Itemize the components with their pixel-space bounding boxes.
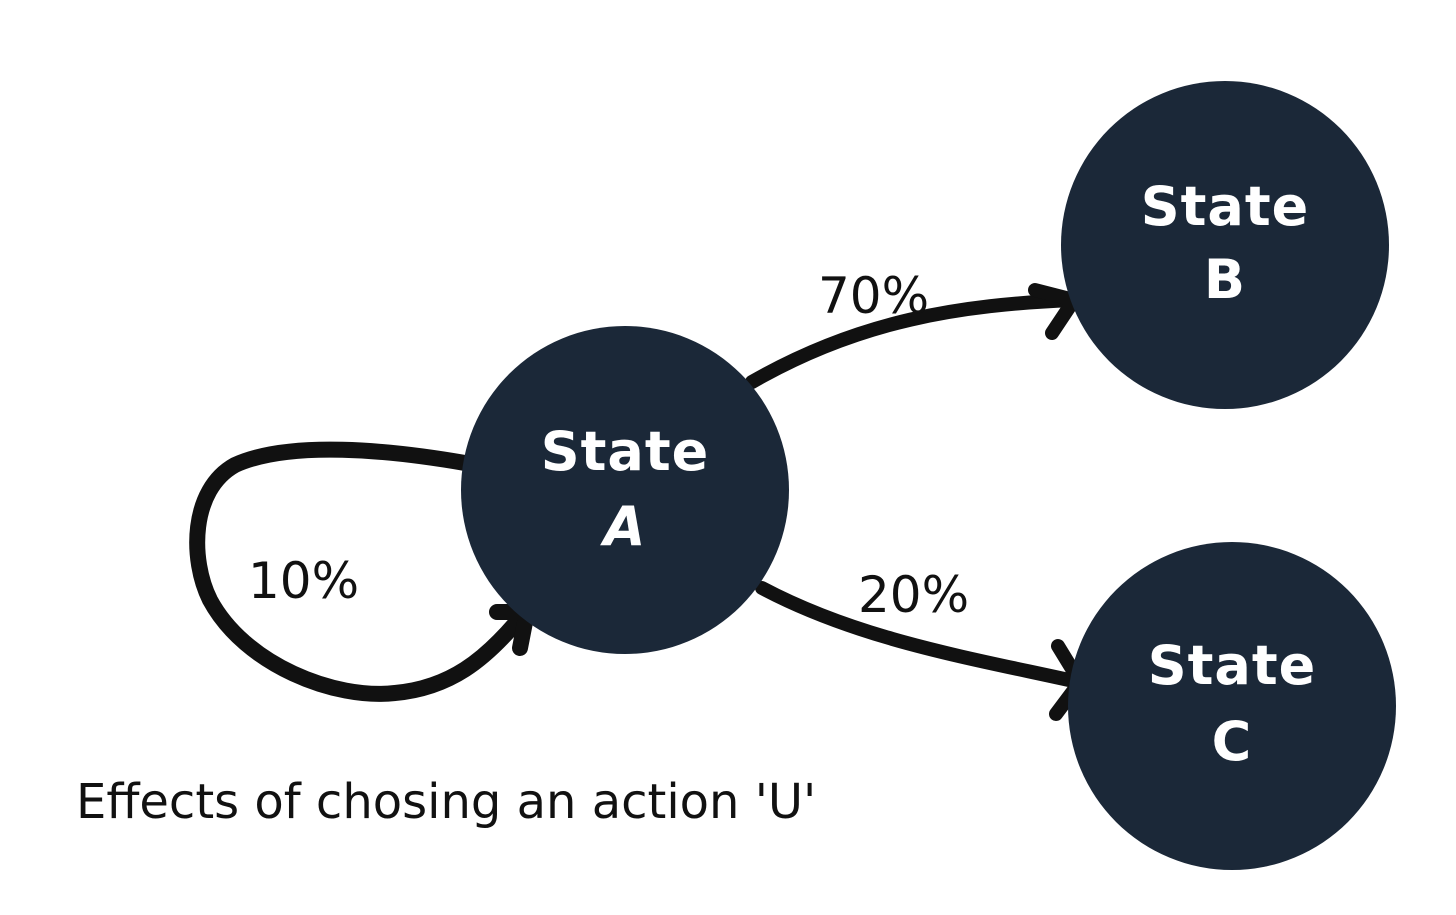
node-state-c-label-line2: C: [1212, 710, 1253, 773]
node-state-a: State A: [461, 326, 789, 654]
node-state-b: State B: [1061, 81, 1389, 409]
node-state-c-label-line1: State: [1148, 634, 1317, 697]
node-state-a-circle: [461, 326, 789, 654]
node-state-a-label-line1: State: [541, 420, 710, 483]
diagram-caption: Effects of chosing an action 'U': [76, 774, 816, 830]
node-state-c: State C: [1068, 542, 1396, 870]
edge-a-to-b-arrowhead: [1028, 283, 1081, 340]
edge-a-to-c-line: [755, 581, 1085, 689]
node-state-b-circle: [1061, 81, 1389, 409]
node-state-c-circle: [1068, 542, 1396, 870]
node-state-b-label-line2: B: [1204, 248, 1246, 311]
node-state-a-label-line2: A: [600, 495, 647, 558]
edge-self-loop-a-line: [189, 441, 528, 702]
edge-a-to-b-line: [745, 293, 1079, 389]
edge-a-to-c-label: 20%: [858, 566, 969, 624]
edge-self-loop-a-label: 10%: [248, 552, 359, 610]
node-state-b-label-line1: State: [1141, 175, 1310, 238]
edge-a-to-b-label: 70%: [818, 267, 929, 325]
